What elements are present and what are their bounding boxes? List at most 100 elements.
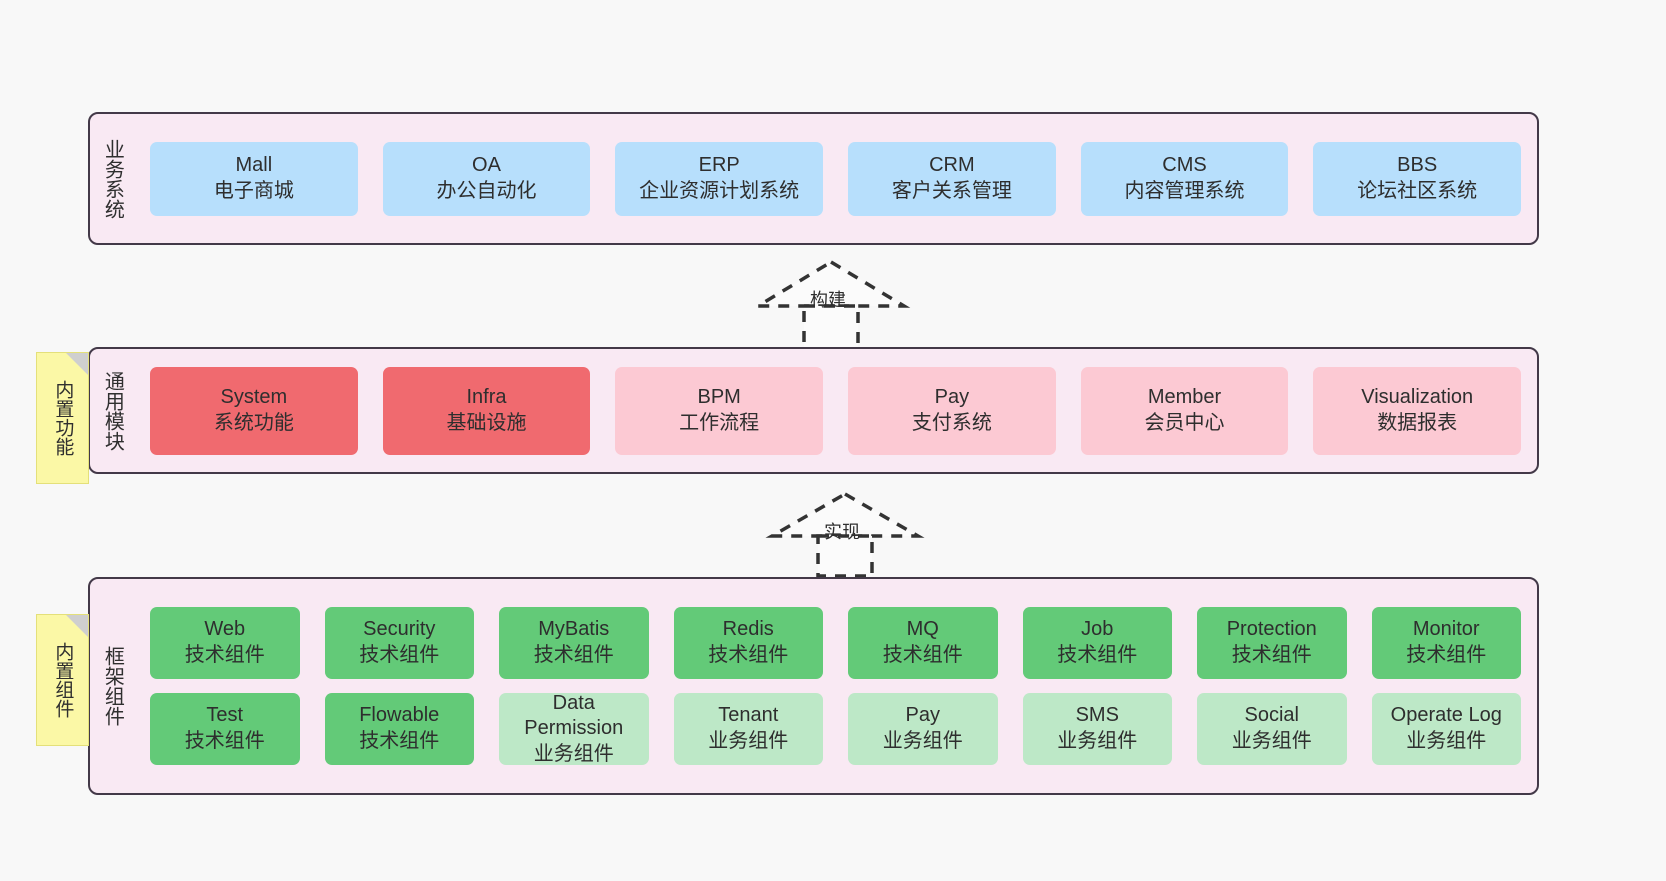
connector-build: 构建 (751, 258, 911, 352)
card-title: Redis (722, 618, 774, 641)
card-title: BPM (697, 385, 741, 408)
card-subtitle: 电子商城 (213, 179, 294, 202)
card-subtitle: 业务组件 (882, 730, 963, 752)
card-bbs[interactable]: BBS 论坛社区系统 (1313, 141, 1522, 216)
card-protection[interactable]: Protection 技术组件 (1197, 607, 1347, 679)
card-flowable[interactable]: Flowable 技术组件 (324, 693, 474, 765)
card-erp[interactable]: ERP 企业资源计划系统 (615, 141, 824, 216)
card-subtitle: 业务组件 (1231, 730, 1312, 752)
card-sms[interactable]: SMS 业务组件 (1022, 693, 1172, 765)
card-subtitle: 技术组件 (708, 644, 789, 666)
card-member[interactable]: Member 会员中心 (1080, 366, 1289, 455)
card-web[interactable]: Web 技术组件 (150, 607, 300, 679)
card-mall[interactable]: Mall 电子商城 (150, 141, 358, 216)
card-title: Tenant (718, 704, 779, 727)
card-system[interactable]: System 系统功能 (150, 366, 358, 455)
card-bpm[interactable]: BPM 工作流程 (615, 366, 824, 455)
card-subtitle: 技术组件 (1231, 644, 1312, 666)
note-builtin-components-text: 内置组件 (52, 642, 74, 718)
implement-arrow-stem (816, 534, 874, 578)
card-subtitle: 业务组件 (1406, 730, 1487, 752)
card-title: CRM (929, 153, 975, 176)
card-subtitle: 技术组件 (184, 644, 265, 666)
card-oa[interactable]: OA 办公自动化 (382, 141, 591, 216)
card-title: SMS (1075, 704, 1119, 727)
card-social[interactable]: Social 业务组件 (1197, 693, 1347, 765)
card-crm[interactable]: CRM 客户关系管理 (848, 141, 1056, 216)
card-title: OA (472, 153, 501, 176)
card-subtitle: 技术组件 (184, 730, 265, 752)
card-pay[interactable]: Pay 业务组件 (848, 693, 998, 765)
card-title: BBS (1397, 153, 1438, 176)
card-redis[interactable]: Redis 技术组件 (673, 607, 823, 679)
card-title: CMS (1162, 153, 1207, 176)
build-arrowhead (751, 259, 911, 308)
card-title: Test (206, 704, 244, 727)
card-subtitle: 会员中心 (1144, 411, 1225, 434)
card-title: Protection (1226, 618, 1317, 641)
card-monitor[interactable]: Monitor 技术组件 (1371, 607, 1521, 679)
layer-module-title: 通用模块 (101, 370, 124, 451)
card-subtitle: 技术组件 (359, 730, 440, 752)
card-cms[interactable]: CMS 内容管理系统 (1080, 141, 1289, 216)
card-subtitle: 客户关系管理 (891, 179, 1012, 202)
note-builtin-features: 内置功能 (36, 352, 89, 484)
card-subtitle: 系统功能 (213, 411, 294, 434)
card-job[interactable]: Job 技术组件 (1022, 607, 1172, 679)
card-title: Visualization (1361, 385, 1474, 408)
card-title: Data (552, 691, 595, 714)
card-subtitle: 技术组件 (359, 644, 440, 666)
card-visualization[interactable]: Visualization 数据报表 (1313, 366, 1522, 455)
business-card-row: Mall 电子商城 OA 办公自动化 ERP 企业资源计划系统 CRM 客户关系管理 CMS 内容… (150, 141, 1522, 216)
card-subtitle: 业务组件 (1057, 730, 1138, 752)
card-subtitle: 技术组件 (533, 644, 614, 666)
card-title: Member (1147, 385, 1222, 408)
card-subtitle: 技术组件 (1406, 644, 1487, 666)
card-subtitle: 基础设施 (446, 411, 527, 434)
card-infra[interactable]: Infra 基础设施 (382, 366, 591, 455)
connector-implement: 实现 (765, 490, 925, 578)
card-subtitle: 论坛社区系统 (1357, 179, 1478, 202)
layer-business-title: 业务系统 (101, 138, 124, 219)
implement-arrowhead (765, 491, 925, 538)
card-title-line2: Permission (524, 717, 624, 740)
card-title: Mall (235, 153, 273, 176)
card-title: Job (1081, 618, 1114, 641)
card-title: Flowable (359, 704, 440, 727)
card-subtitle: 工作流程 (679, 411, 760, 434)
layer-business-system: 业务系统 Mall 电子商城 OA 办公自动化 ERP 企业资源计划系统 CRM 客户关系管理… (88, 112, 1539, 245)
card-subtitle: 内容管理系统 (1124, 179, 1245, 202)
card-subtitle: 数据报表 (1377, 411, 1458, 434)
card-test[interactable]: Test 技术组件 (150, 693, 300, 765)
card-title: ERP (698, 153, 740, 176)
card-tenant[interactable]: Tenant 业务组件 (673, 693, 823, 765)
note-builtin-features-text: 内置功能 (52, 380, 74, 456)
card-subtitle: 技术组件 (1057, 644, 1138, 666)
card-title: Monitor (1412, 618, 1480, 641)
card-title: Web (204, 618, 246, 641)
card-title: Social (1244, 704, 1299, 727)
card-title: Infra (466, 385, 507, 408)
card-subtitle: 企业资源计划系统 (639, 179, 800, 202)
card-subtitle: 业务组件 (708, 730, 789, 752)
card-title: System (220, 385, 288, 408)
note-builtin-components: 内置组件 (36, 614, 89, 746)
card-subtitle: 办公自动化 (436, 179, 537, 202)
build-arrow-stem (802, 304, 860, 352)
card-title: MQ (906, 618, 939, 641)
card-title: Pay (905, 704, 940, 727)
